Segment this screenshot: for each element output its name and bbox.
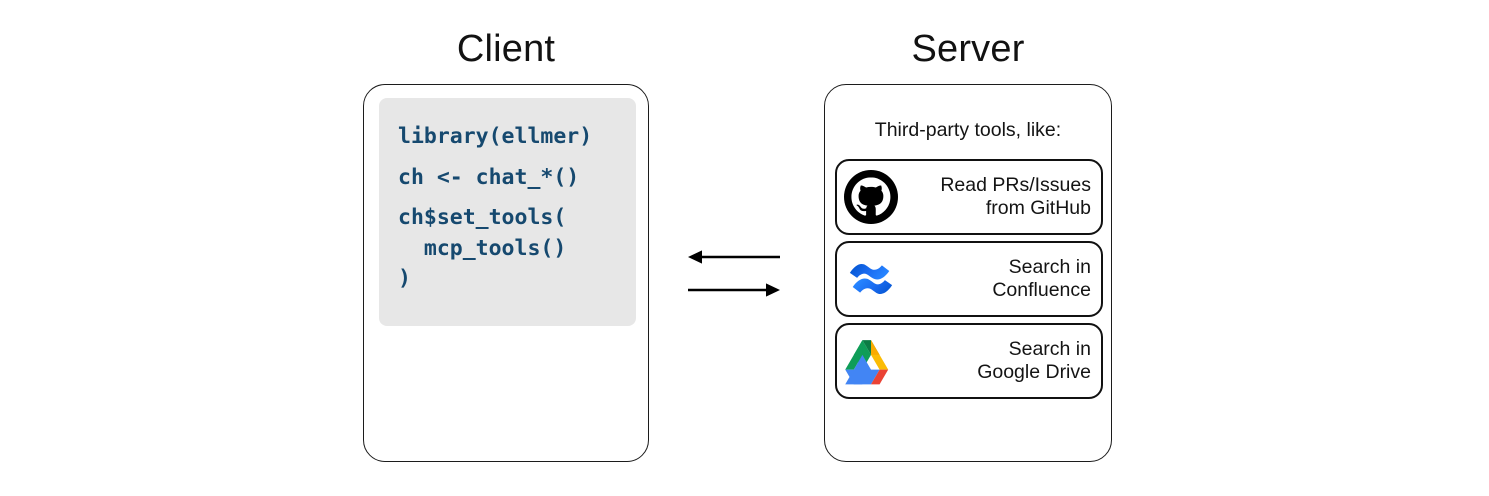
github-icon xyxy=(843,169,899,225)
arrow-server-to-client xyxy=(688,250,780,264)
code-line-5: ) xyxy=(398,266,411,291)
third-party-tools-caption: Third-party tools, like: xyxy=(874,119,1062,141)
code-line-4: mcp_tools() xyxy=(398,235,567,261)
tool-label-google-drive: Search in Google Drive xyxy=(977,338,1091,383)
confluence-icon xyxy=(843,251,899,307)
code-block: library(ellmer) ch <- chat_*() ch$set_to… xyxy=(379,98,636,326)
server-title: Server xyxy=(911,28,1025,70)
tool-label-confluence: Search in Confluence xyxy=(992,256,1091,301)
tool-item-confluence[interactable]: Search in Confluence xyxy=(835,241,1103,317)
client-title: Client xyxy=(456,28,556,70)
arrow-client-to-server xyxy=(688,283,780,297)
code-line-1: library(ellmer) xyxy=(398,124,593,149)
client-panel: library(ellmer) ch <- chat_*() ch$set_to… xyxy=(363,84,649,462)
code-line-2: ch <- chat_*() xyxy=(398,164,580,190)
code-line-3: ch$set_tools( xyxy=(398,205,567,230)
tool-label-github: Read PRs/Issues from GitHub xyxy=(940,174,1091,219)
tool-item-github[interactable]: Read PRs/Issues from GitHub xyxy=(835,159,1103,235)
arrow-group xyxy=(680,238,790,308)
tool-item-google-drive[interactable]: Search in Google Drive xyxy=(835,323,1103,399)
google-drive-icon xyxy=(843,333,899,389)
server-panel: Third-party tools, like: Read PRs/Issues… xyxy=(824,84,1112,462)
tool-list: Read PRs/Issues from GitHub xyxy=(835,159,1103,405)
